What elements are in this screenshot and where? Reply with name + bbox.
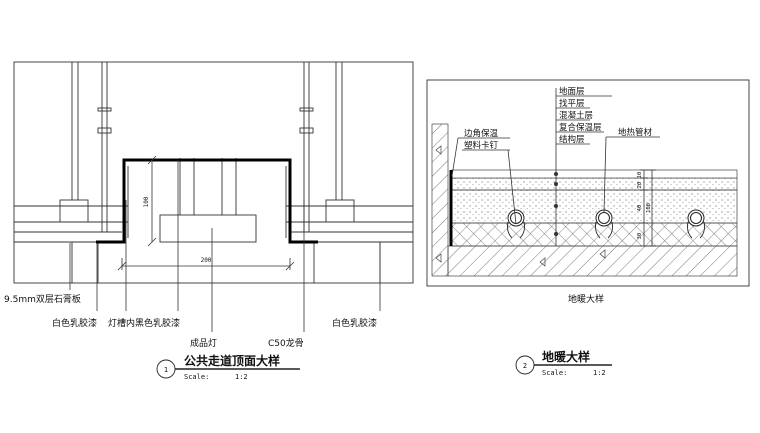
detail-1-frame	[13, 61, 414, 284]
dim-30: 30	[637, 233, 643, 240]
detail-2-floor-heating	[426, 79, 750, 287]
leveling-layer	[451, 177, 738, 191]
heating-pipes	[507, 209, 705, 227]
layer-composite-insulation: 复合保温层	[559, 122, 602, 133]
dim-100: 100	[646, 203, 652, 213]
layer-structure: 结构层	[559, 134, 585, 145]
label-plastic-nail: 塑料卡钉	[464, 140, 499, 151]
insulation-layer	[451, 222, 738, 247]
detail-2-dimensions	[640, 169, 656, 247]
detail-2-scale-value: 1:2	[593, 369, 606, 377]
detail-1-title-block: 1 公共走道顶面大样 Scale: 1:2	[156, 353, 300, 381]
layer-callout-leader	[554, 88, 612, 246]
detail-1-scale-label: Scale:	[184, 373, 209, 381]
label-slot-black-latex: 灯槽内黑色乳胶漆	[108, 317, 180, 329]
structural-base	[447, 245, 738, 277]
layer-leveling: 找平层	[559, 98, 585, 109]
lamp-body	[159, 214, 257, 243]
layer-floor: 地面层	[559, 86, 585, 97]
dimension-vertical	[147, 155, 157, 247]
side-wall	[431, 123, 449, 277]
detail-2-scale-label: Scale:	[542, 369, 567, 377]
detail-1-leaders	[69, 160, 381, 332]
layer-list: 地面层 找平层 混凝土层 复合保温层 结构层	[559, 86, 602, 145]
label-white-latex-left: 白色乳胶漆	[52, 317, 97, 329]
detail-2-number: 2	[523, 362, 527, 370]
detail-2-caption: 地暖大样	[568, 293, 604, 305]
dimension-horizontal	[117, 258, 295, 271]
dim-20: 20	[637, 182, 643, 189]
detail-1-scale-value: 1:2	[235, 373, 248, 381]
dimension-vertical-value: 100	[143, 196, 150, 207]
dim-10: 10	[637, 172, 643, 179]
label-white-latex-right: 白色乳胶漆	[332, 317, 377, 329]
label-gypsum-board: 9.5mm双层石膏板	[4, 293, 81, 305]
detail-2-title: 地暖大样	[542, 349, 590, 364]
detail-2-leaders	[451, 136, 660, 225]
dimension-horizontal-value: 200	[201, 257, 212, 264]
light-slot-outline	[96, 158, 318, 244]
label-heating-pipe: 地热管材	[618, 127, 653, 138]
detail-2-frame	[426, 79, 750, 287]
detail-1-number: 1	[164, 366, 168, 374]
plastic-nails	[507, 221, 705, 239]
label-edge-insulation: 边角保温	[464, 128, 499, 139]
dim-40: 40	[637, 205, 643, 212]
layer-concrete: 混凝土层	[559, 110, 593, 121]
label-finished-lamp: 成品灯	[190, 337, 217, 349]
floor-surface	[451, 169, 738, 179]
detail-1-title: 公共走道顶面大样	[184, 353, 280, 368]
detail-1-ceiling	[13, 61, 414, 284]
detail-2-title-block: 2 地暖大样 Scale: 1:2	[515, 349, 612, 377]
label-c50-keel: C50龙骨	[268, 337, 304, 349]
